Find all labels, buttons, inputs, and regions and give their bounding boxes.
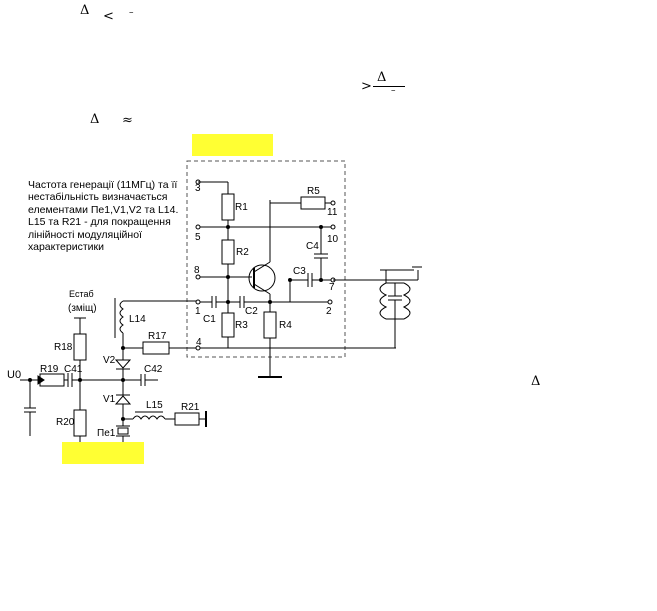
inductor-l14 bbox=[119, 300, 124, 334]
pin-7: 7 bbox=[329, 282, 335, 293]
delta-symbol: Δ bbox=[531, 374, 541, 389]
tank-coil-right bbox=[402, 282, 411, 320]
label-r1: R1 bbox=[235, 202, 248, 213]
label-v2: V2 bbox=[103, 355, 116, 366]
note-line: лінійності модуляційної bbox=[28, 228, 142, 241]
transistor-circle bbox=[248, 264, 276, 292]
pin-2: 2 bbox=[326, 306, 332, 317]
label-c1: C1 bbox=[203, 314, 216, 325]
note-line: характеристики bbox=[28, 241, 104, 254]
label-c3: C3 bbox=[293, 266, 306, 277]
note-line: елементами Пе1,V1,V2 та L14. bbox=[28, 203, 179, 216]
resistor-r4 bbox=[263, 311, 277, 339]
label-l14: L14 bbox=[129, 314, 146, 325]
label-r18: R18 bbox=[54, 342, 73, 353]
pin-5: 5 bbox=[195, 232, 201, 243]
delta-symbol: Δ bbox=[80, 3, 90, 18]
schematic-note: Частота генерації (11МГц) та її нестабіл… bbox=[28, 179, 180, 253]
delta-symbol: Δ bbox=[377, 70, 387, 85]
highlight-box-top bbox=[192, 134, 273, 156]
note-line: нестабільність визначається bbox=[28, 191, 168, 204]
resistor-r18 bbox=[73, 333, 87, 361]
label-supply: Eстаб bbox=[69, 289, 94, 299]
label-v1: V1 bbox=[103, 394, 116, 405]
label-supply-note: (зміщ) bbox=[68, 303, 97, 314]
resistor-r3 bbox=[221, 312, 235, 338]
pin-4: 4 bbox=[196, 337, 202, 348]
pin-10: 10 bbox=[327, 234, 339, 245]
pin-1: 1 bbox=[195, 306, 201, 317]
tank-coil-left bbox=[379, 282, 388, 320]
less-than-symbol: < bbox=[103, 9, 114, 24]
label-r21: R21 bbox=[181, 402, 200, 413]
inductor-l15 bbox=[132, 415, 166, 420]
resistor-r20 bbox=[73, 409, 87, 437]
greater-than-symbol: > bbox=[361, 79, 372, 94]
approx-symbol: ≈ bbox=[122, 113, 133, 128]
label-l15: L15 bbox=[146, 400, 163, 411]
resistor-r1 bbox=[221, 193, 235, 221]
label-r2: R2 bbox=[236, 247, 249, 258]
label-c2: C2 bbox=[245, 306, 258, 317]
label-r5: R5 bbox=[307, 186, 320, 197]
varicap-v2 bbox=[114, 359, 132, 369]
label-c4: C4 bbox=[306, 241, 319, 252]
varicap-v1 bbox=[114, 395, 132, 405]
pin-3: 3 bbox=[195, 183, 201, 194]
quartz-pe1 bbox=[117, 427, 129, 435]
label-r4: R4 bbox=[279, 320, 292, 331]
highlight-box-bottom bbox=[62, 442, 144, 464]
resistor-r17 bbox=[142, 341, 170, 355]
resistor-r21 bbox=[174, 412, 200, 426]
label-r17: R17 bbox=[148, 331, 167, 342]
label-r20: R20 bbox=[56, 417, 75, 428]
delta-symbol: Δ bbox=[90, 112, 100, 127]
note-line: L15 та R21 - для покращення bbox=[28, 216, 171, 229]
label-r19: R19 bbox=[40, 364, 59, 375]
note-line: Частота генерації (11МГц) та її bbox=[28, 179, 178, 191]
label-c42: C42 bbox=[144, 364, 163, 375]
module-outline bbox=[186, 160, 346, 358]
pin-8: 8 bbox=[194, 265, 200, 276]
label-pe1: Пе1 bbox=[97, 428, 116, 439]
label-r3: R3 bbox=[235, 320, 248, 331]
minus-symbol: – bbox=[129, 8, 134, 18]
fraction-bar bbox=[373, 86, 405, 87]
minus-symbol: – bbox=[391, 86, 396, 96]
resistor-r2 bbox=[221, 239, 235, 265]
resistor-r5 bbox=[300, 196, 326, 210]
label-u0: U0 bbox=[7, 369, 21, 381]
pin-11: 11 bbox=[327, 207, 338, 218]
label-c41: C41 bbox=[64, 364, 83, 375]
